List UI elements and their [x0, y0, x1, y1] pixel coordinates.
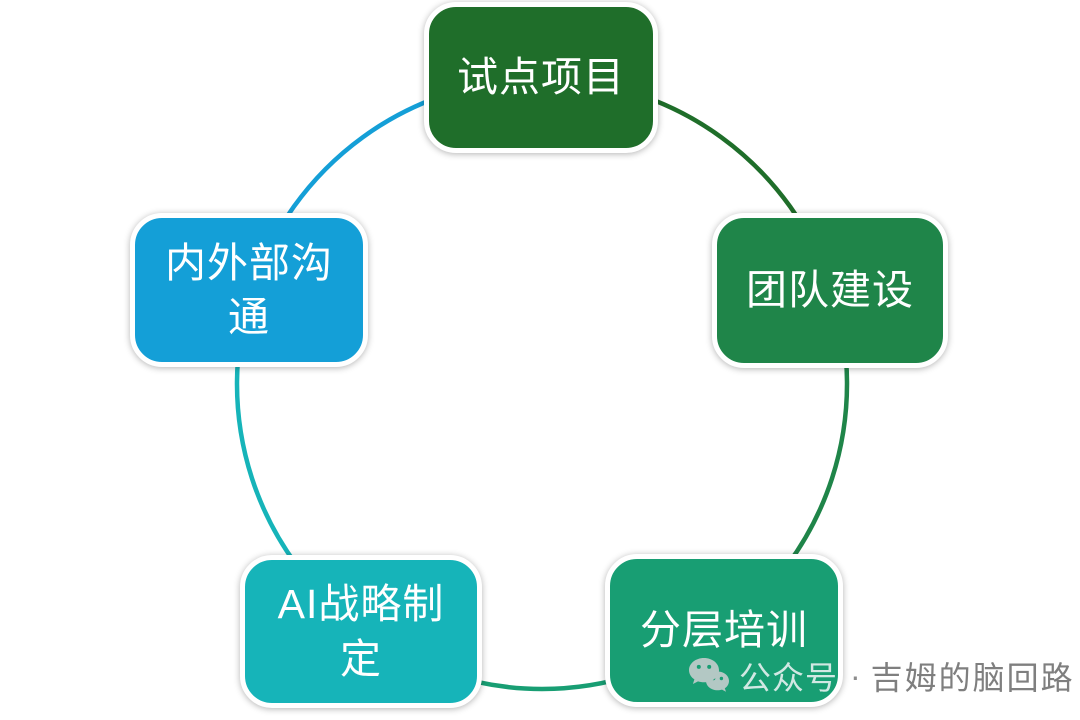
- cycle-node-pilot-project: 试点项目: [424, 2, 658, 153]
- watermark-separator: ·: [850, 657, 861, 694]
- node-label: 分层培训: [640, 607, 808, 654]
- cycle-node-tiered-training: 分层培训: [605, 554, 843, 707]
- cycle-node-team-building: 团队建设: [712, 213, 948, 368]
- cycle-node-ai-strategy: AI战略制定: [240, 555, 482, 708]
- watermark-account-name: 吉姆的脑回路: [870, 660, 1075, 696]
- cycle-node-internal-external-comms: 内外部沟通: [130, 213, 368, 367]
- node-label: 试点项目: [457, 54, 625, 101]
- watermark: 公众号 · 吉姆的脑回路: [688, 654, 1075, 698]
- watermark-platform-label: 公众号: [739, 660, 839, 696]
- node-label: 内外部沟通: [165, 239, 333, 340]
- wechat-icon: [689, 658, 729, 692]
- node-label: 团队建设: [746, 267, 914, 314]
- node-label: AI战略制定: [277, 581, 445, 682]
